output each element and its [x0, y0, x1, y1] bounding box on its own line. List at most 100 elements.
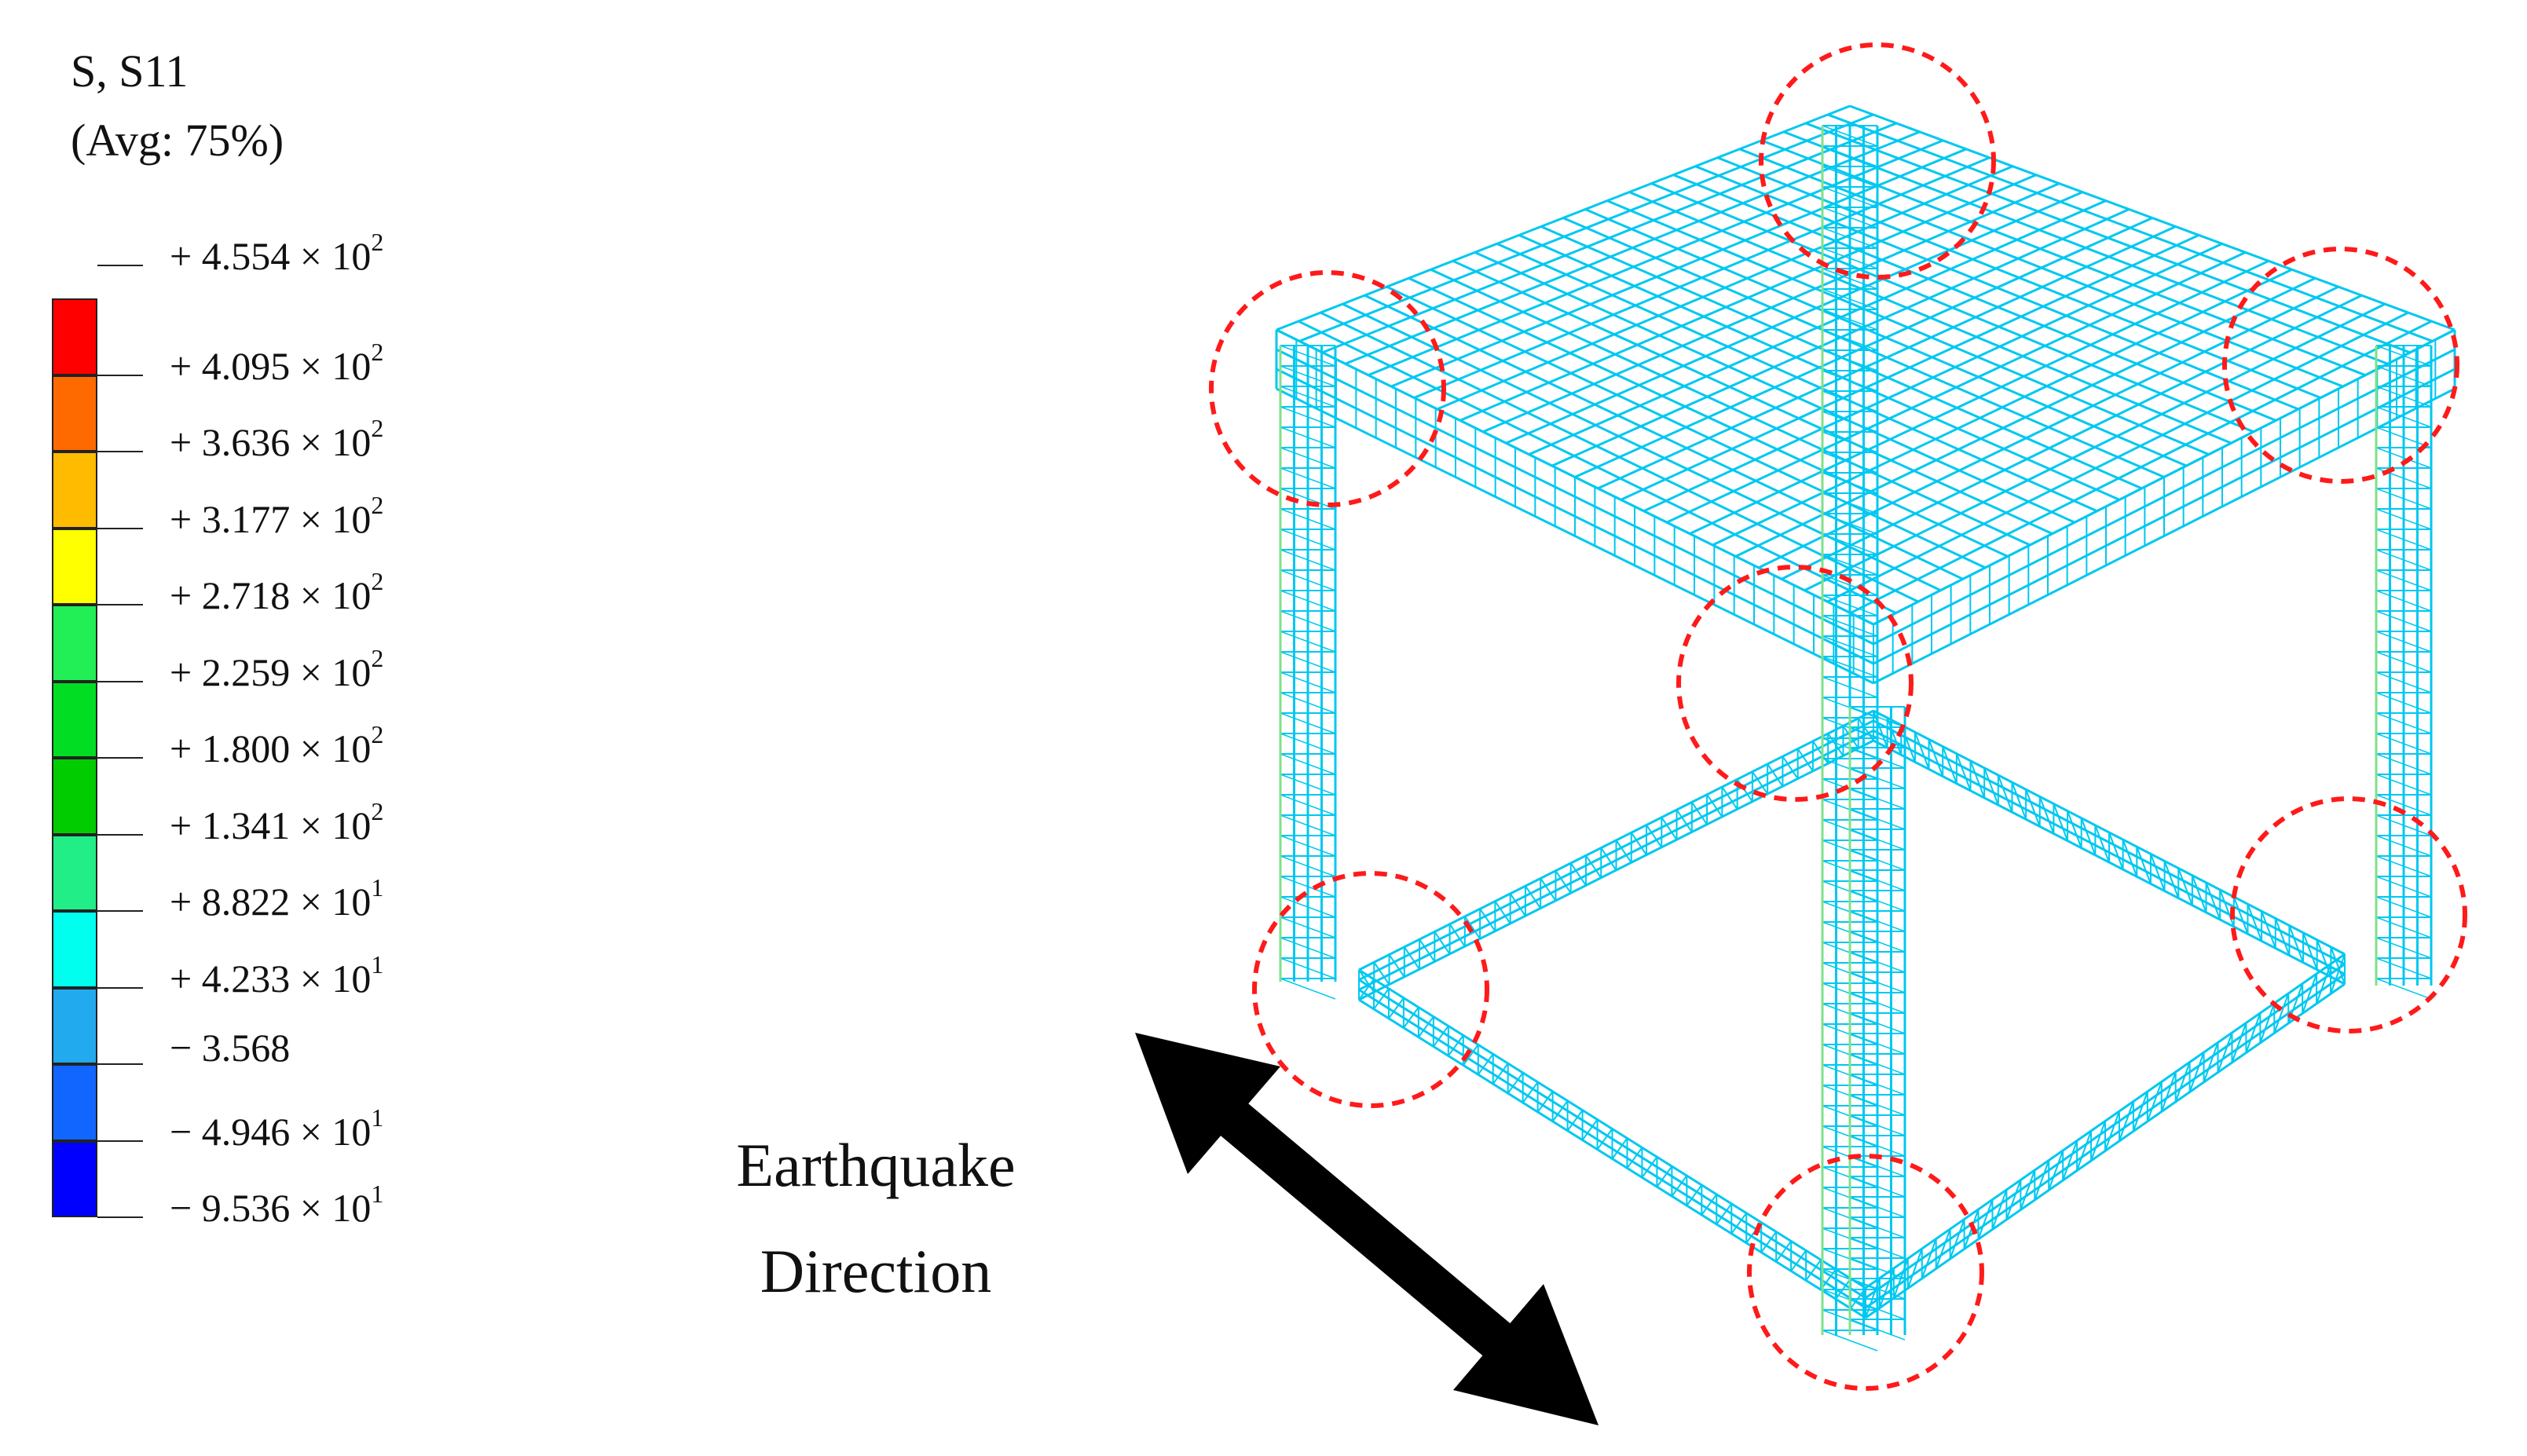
level-times-ten: × 10 — [290, 1186, 372, 1230]
column-diagonal — [1280, 978, 1336, 1000]
beam-diagonal — [1906, 1248, 1923, 1289]
joint-markers — [1209, 42, 2467, 1391]
column-diagonal — [1822, 309, 1878, 331]
level-times-ten: × 10 — [290, 573, 372, 617]
legend-tick — [97, 1216, 143, 1218]
level-exponent: 1 — [371, 949, 384, 979]
slab-grid-line — [1734, 276, 2316, 558]
column-diagonal — [1822, 370, 1878, 392]
legend-swatch — [52, 911, 97, 988]
beam-diagonal — [1585, 854, 1602, 879]
beam-diagonal — [1997, 774, 2013, 813]
level-times-ten: × 10 — [290, 956, 372, 1001]
beam-diagonal — [2191, 875, 2207, 913]
level-times-ten: × 10 — [290, 880, 372, 924]
column-diagonal — [1822, 411, 1878, 433]
column-diagonal — [1849, 1319, 1906, 1341]
level-sign: + — [170, 573, 192, 617]
level-sign: + — [170, 234, 192, 278]
level-exponent: 2 — [371, 567, 384, 595]
column-diagonal — [2375, 978, 2432, 1000]
beam-diagonal — [1448, 924, 1466, 947]
column-diagonal — [1849, 869, 1906, 891]
column-diagonal — [1280, 345, 1336, 367]
roof-slab — [1275, 104, 2456, 685]
beam-diagonal — [1921, 1238, 1937, 1279]
beam-diagonal — [1566, 1110, 1584, 1132]
level-times-ten: × 10 — [290, 649, 372, 694]
beam-diagonal — [1494, 901, 1511, 924]
column-diagonal — [2375, 671, 2432, 693]
beam-diagonal — [2177, 868, 2193, 906]
column-diagonal — [2375, 345, 2432, 367]
column-diagonal — [1280, 896, 1336, 918]
level-mantissa: 4.095 — [192, 343, 291, 388]
beam-diagonal — [1509, 893, 1526, 916]
legend-swatch — [52, 758, 97, 835]
beam-diagonal — [1805, 1259, 1822, 1281]
column-diagonal — [1280, 774, 1336, 796]
slab-grid-line — [1827, 113, 2434, 342]
column-diagonal — [1280, 712, 1336, 734]
beam-diagonal — [2122, 839, 2138, 877]
column-diagonal — [2375, 406, 2432, 428]
beam-diagonal — [1942, 746, 1958, 785]
level-mantissa: 4.946 — [192, 1109, 291, 1154]
legend-level-label: − 4.946 × 101 — [170, 1105, 383, 1151]
legend-title-averaging: (Avg: 75%) — [71, 115, 284, 166]
column-diagonal — [1280, 529, 1336, 551]
beam-diagonal — [1977, 1199, 1994, 1240]
column-diagonal — [1280, 610, 1336, 632]
column-diagonal — [1822, 594, 1878, 616]
legend-swatch — [52, 528, 97, 605]
column-diagonal — [2375, 835, 2432, 857]
beam-diagonal — [1641, 1156, 1658, 1178]
column-diagonal — [1822, 452, 1878, 474]
beam-diagonal — [1403, 1007, 1419, 1029]
legend-tick — [97, 1140, 143, 1142]
beam-diagonal — [2163, 861, 2180, 898]
column-diagonal — [1280, 692, 1336, 714]
column-diagonal — [1280, 753, 1336, 775]
column-diagonal — [1280, 651, 1336, 673]
legend-tick — [97, 374, 143, 376]
column-diagonal — [2375, 549, 2432, 571]
legend-swatch — [52, 987, 97, 1064]
slab-grid-line — [1606, 199, 2210, 456]
level-mantissa: 3.177 — [192, 496, 291, 541]
beam-diagonal — [2136, 846, 2152, 884]
columns — [1279, 125, 2433, 1352]
column-diagonal — [1849, 1216, 1906, 1238]
beam-diagonal — [2108, 832, 2124, 870]
beam-diagonal — [2247, 903, 2263, 942]
slab-grid-line — [1666, 251, 2247, 524]
beam-diagonal — [2188, 1052, 2205, 1092]
legend-tick — [97, 527, 143, 529]
column-diagonal — [2375, 692, 2432, 714]
column-diagonal — [1280, 916, 1336, 938]
column-diagonal — [2375, 529, 2432, 551]
legend-title-variable: S, S11 — [71, 46, 189, 97]
beam-diagonal — [1969, 760, 1986, 799]
column-diagonal — [1280, 426, 1336, 448]
beam-diagonal — [1448, 1034, 1464, 1057]
column-diagonal — [1280, 876, 1336, 898]
column-diagonal — [1849, 1257, 1906, 1279]
column-diagonal — [1849, 1053, 1906, 1075]
level-mantissa: 8.822 — [192, 880, 291, 924]
beam-diagonal — [2245, 1012, 2261, 1053]
column-diagonal — [1280, 508, 1336, 530]
joint-marker-circle — [2230, 796, 2467, 1033]
beam-diagonal — [2076, 1130, 2093, 1171]
column-diagonal — [1280, 569, 1336, 591]
beam-diagonal — [1955, 753, 1972, 792]
legend-level-label: + 2.718 × 102 — [170, 569, 383, 615]
column-diagonal — [2375, 855, 2432, 877]
level-sign: − — [170, 1186, 192, 1230]
legend-swatch — [52, 1140, 97, 1217]
level-sign: − — [170, 1026, 192, 1070]
column-diagonal — [1822, 390, 1878, 412]
joint-marker-circle — [1676, 565, 1914, 802]
beam-diagonal — [2005, 1180, 2022, 1220]
column-diagonal — [1849, 706, 1906, 728]
